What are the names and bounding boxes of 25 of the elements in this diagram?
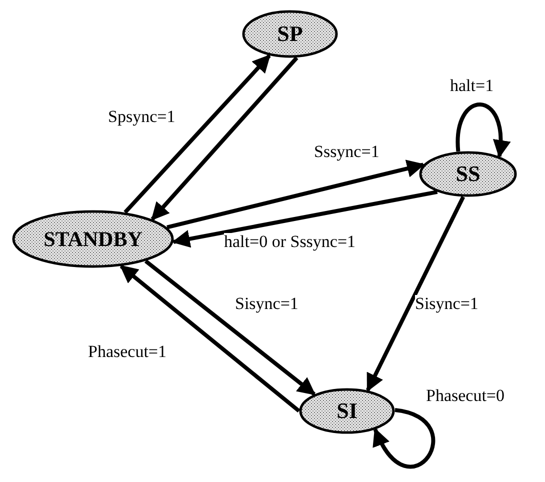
state-ellipse (299, 388, 395, 434)
arrow (124, 54, 271, 214)
edge-label: halt=0 or Sssync=1 (224, 233, 356, 250)
edge-label: Phasecut=0 (426, 387, 505, 404)
state-name: SS (456, 163, 480, 185)
arrow (373, 408, 436, 468)
edge-label: Phasecut=1 (88, 343, 167, 360)
arrow (144, 259, 316, 396)
edge-label: Spsync=1 (108, 108, 176, 125)
state-name: STANDBY (44, 228, 142, 250)
state-name: SP (277, 23, 303, 45)
arrow (456, 102, 510, 158)
arrow (172, 190, 438, 248)
arrow (120, 264, 300, 413)
state-ellipse (12, 210, 174, 268)
arrow (366, 196, 466, 392)
state-name: SI (336, 400, 358, 422)
state-ellipse (242, 10, 338, 58)
state-ellipse (419, 151, 517, 197)
edge-label: Sssync=1 (314, 143, 380, 160)
edge-label: Sisync=1 (235, 295, 298, 312)
arrow (166, 160, 425, 230)
edge-label: halt=1 (450, 77, 494, 94)
edge-label: Sisync=1 (415, 295, 478, 312)
arrow (150, 56, 298, 221)
